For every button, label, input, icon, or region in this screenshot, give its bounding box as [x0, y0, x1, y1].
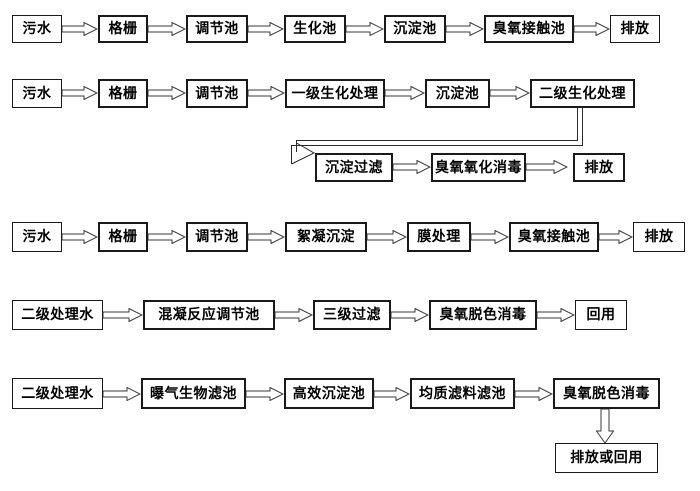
arrow-right-icon [148, 22, 186, 36]
arrow-right-icon [515, 387, 553, 401]
node-r3n1[interactable]: 污水 [12, 222, 62, 252]
node-r2bn2[interactable]: 臭氧氧化消毒 [431, 153, 526, 182]
node-r4n5[interactable]: 回用 [575, 300, 627, 330]
node-r2n3[interactable]: 调节池 [186, 79, 248, 108]
node-r2n2[interactable]: 格栅 [98, 79, 148, 108]
arrow-down-icon [592, 409, 618, 444]
node-r3n7[interactable]: 排放 [633, 222, 685, 252]
arrow-right-icon [62, 86, 98, 100]
node-r2bn3[interactable]: 排放 [573, 153, 625, 182]
node-r1n2[interactable]: 格栅 [98, 15, 148, 43]
arrow-right-icon [471, 230, 509, 244]
node-r3n6[interactable]: 臭氧接触池 [509, 222, 599, 252]
arrow-right-icon [393, 160, 431, 174]
node-r1n6[interactable]: 臭氧接触池 [484, 15, 574, 43]
node-r1n1[interactable]: 污水 [12, 15, 62, 43]
node-r4n2[interactable]: 混凝反应调节池 [143, 300, 275, 330]
arrow-right-icon [574, 22, 610, 36]
arrow-right-icon [526, 160, 568, 174]
arrow-right-icon [103, 387, 141, 401]
arrow-right-icon [385, 86, 425, 100]
arrow-right-icon [148, 230, 186, 244]
node-r5n1[interactable]: 二级处理水 [12, 378, 103, 409]
node-r4n4[interactable]: 臭氧脱色消毒 [429, 300, 537, 330]
arrow-right-icon [490, 86, 530, 100]
node-r5n5[interactable]: 臭氧脱色消毒 [553, 378, 660, 409]
arrow-right-icon [248, 86, 285, 100]
node-r3n4[interactable]: 絮凝沉淀 [285, 222, 367, 252]
arrow-right-icon [62, 22, 98, 36]
node-r2n1[interactable]: 污水 [12, 79, 62, 108]
node-r1n7[interactable]: 排放 [610, 15, 660, 43]
node-r4n1[interactable]: 二级处理水 [12, 300, 103, 330]
arrow-right-icon [446, 22, 484, 36]
node-r2n4[interactable]: 一级生化处理 [285, 79, 385, 108]
node-r2n5[interactable]: 沉淀池 [425, 79, 490, 108]
arrow-right-icon [62, 230, 98, 244]
arrow-right-icon [599, 230, 633, 244]
arrow-right-icon [246, 387, 284, 401]
node-r5n2[interactable]: 曝气生物滤池 [141, 378, 246, 409]
node-r5n3[interactable]: 高效沉淀池 [284, 378, 374, 409]
node-r3n3[interactable]: 调节池 [186, 222, 248, 252]
arrow-right-icon [537, 308, 575, 322]
node-r2bn1[interactable]: 沉淀过滤 [315, 153, 393, 182]
node-r3n2[interactable]: 格栅 [98, 222, 148, 252]
arrow-right-icon [275, 308, 313, 322]
arrow-right-icon [346, 22, 384, 36]
arrow-right-icon [391, 308, 429, 322]
arrow-right-icon [374, 387, 410, 401]
arrow-right-icon [367, 230, 407, 244]
node-r5n4[interactable]: 均质滤料滤池 [410, 378, 515, 409]
node-r4n3[interactable]: 三级过滤 [313, 300, 391, 330]
arrow-right-icon [103, 308, 143, 322]
arrow-right-icon [248, 22, 284, 36]
node-r1n3[interactable]: 调节池 [186, 15, 248, 43]
node-r1n4[interactable]: 生化池 [284, 15, 346, 43]
node-r2n6[interactable]: 二级生化处理 [530, 79, 635, 108]
node-r5n6[interactable]: 排放或回用 [555, 443, 658, 473]
arrow-right-icon [248, 230, 285, 244]
node-r1n5[interactable]: 沉淀池 [384, 15, 446, 43]
arrow-right-icon [148, 86, 186, 100]
node-r3n5[interactable]: 膜处理 [407, 222, 471, 252]
